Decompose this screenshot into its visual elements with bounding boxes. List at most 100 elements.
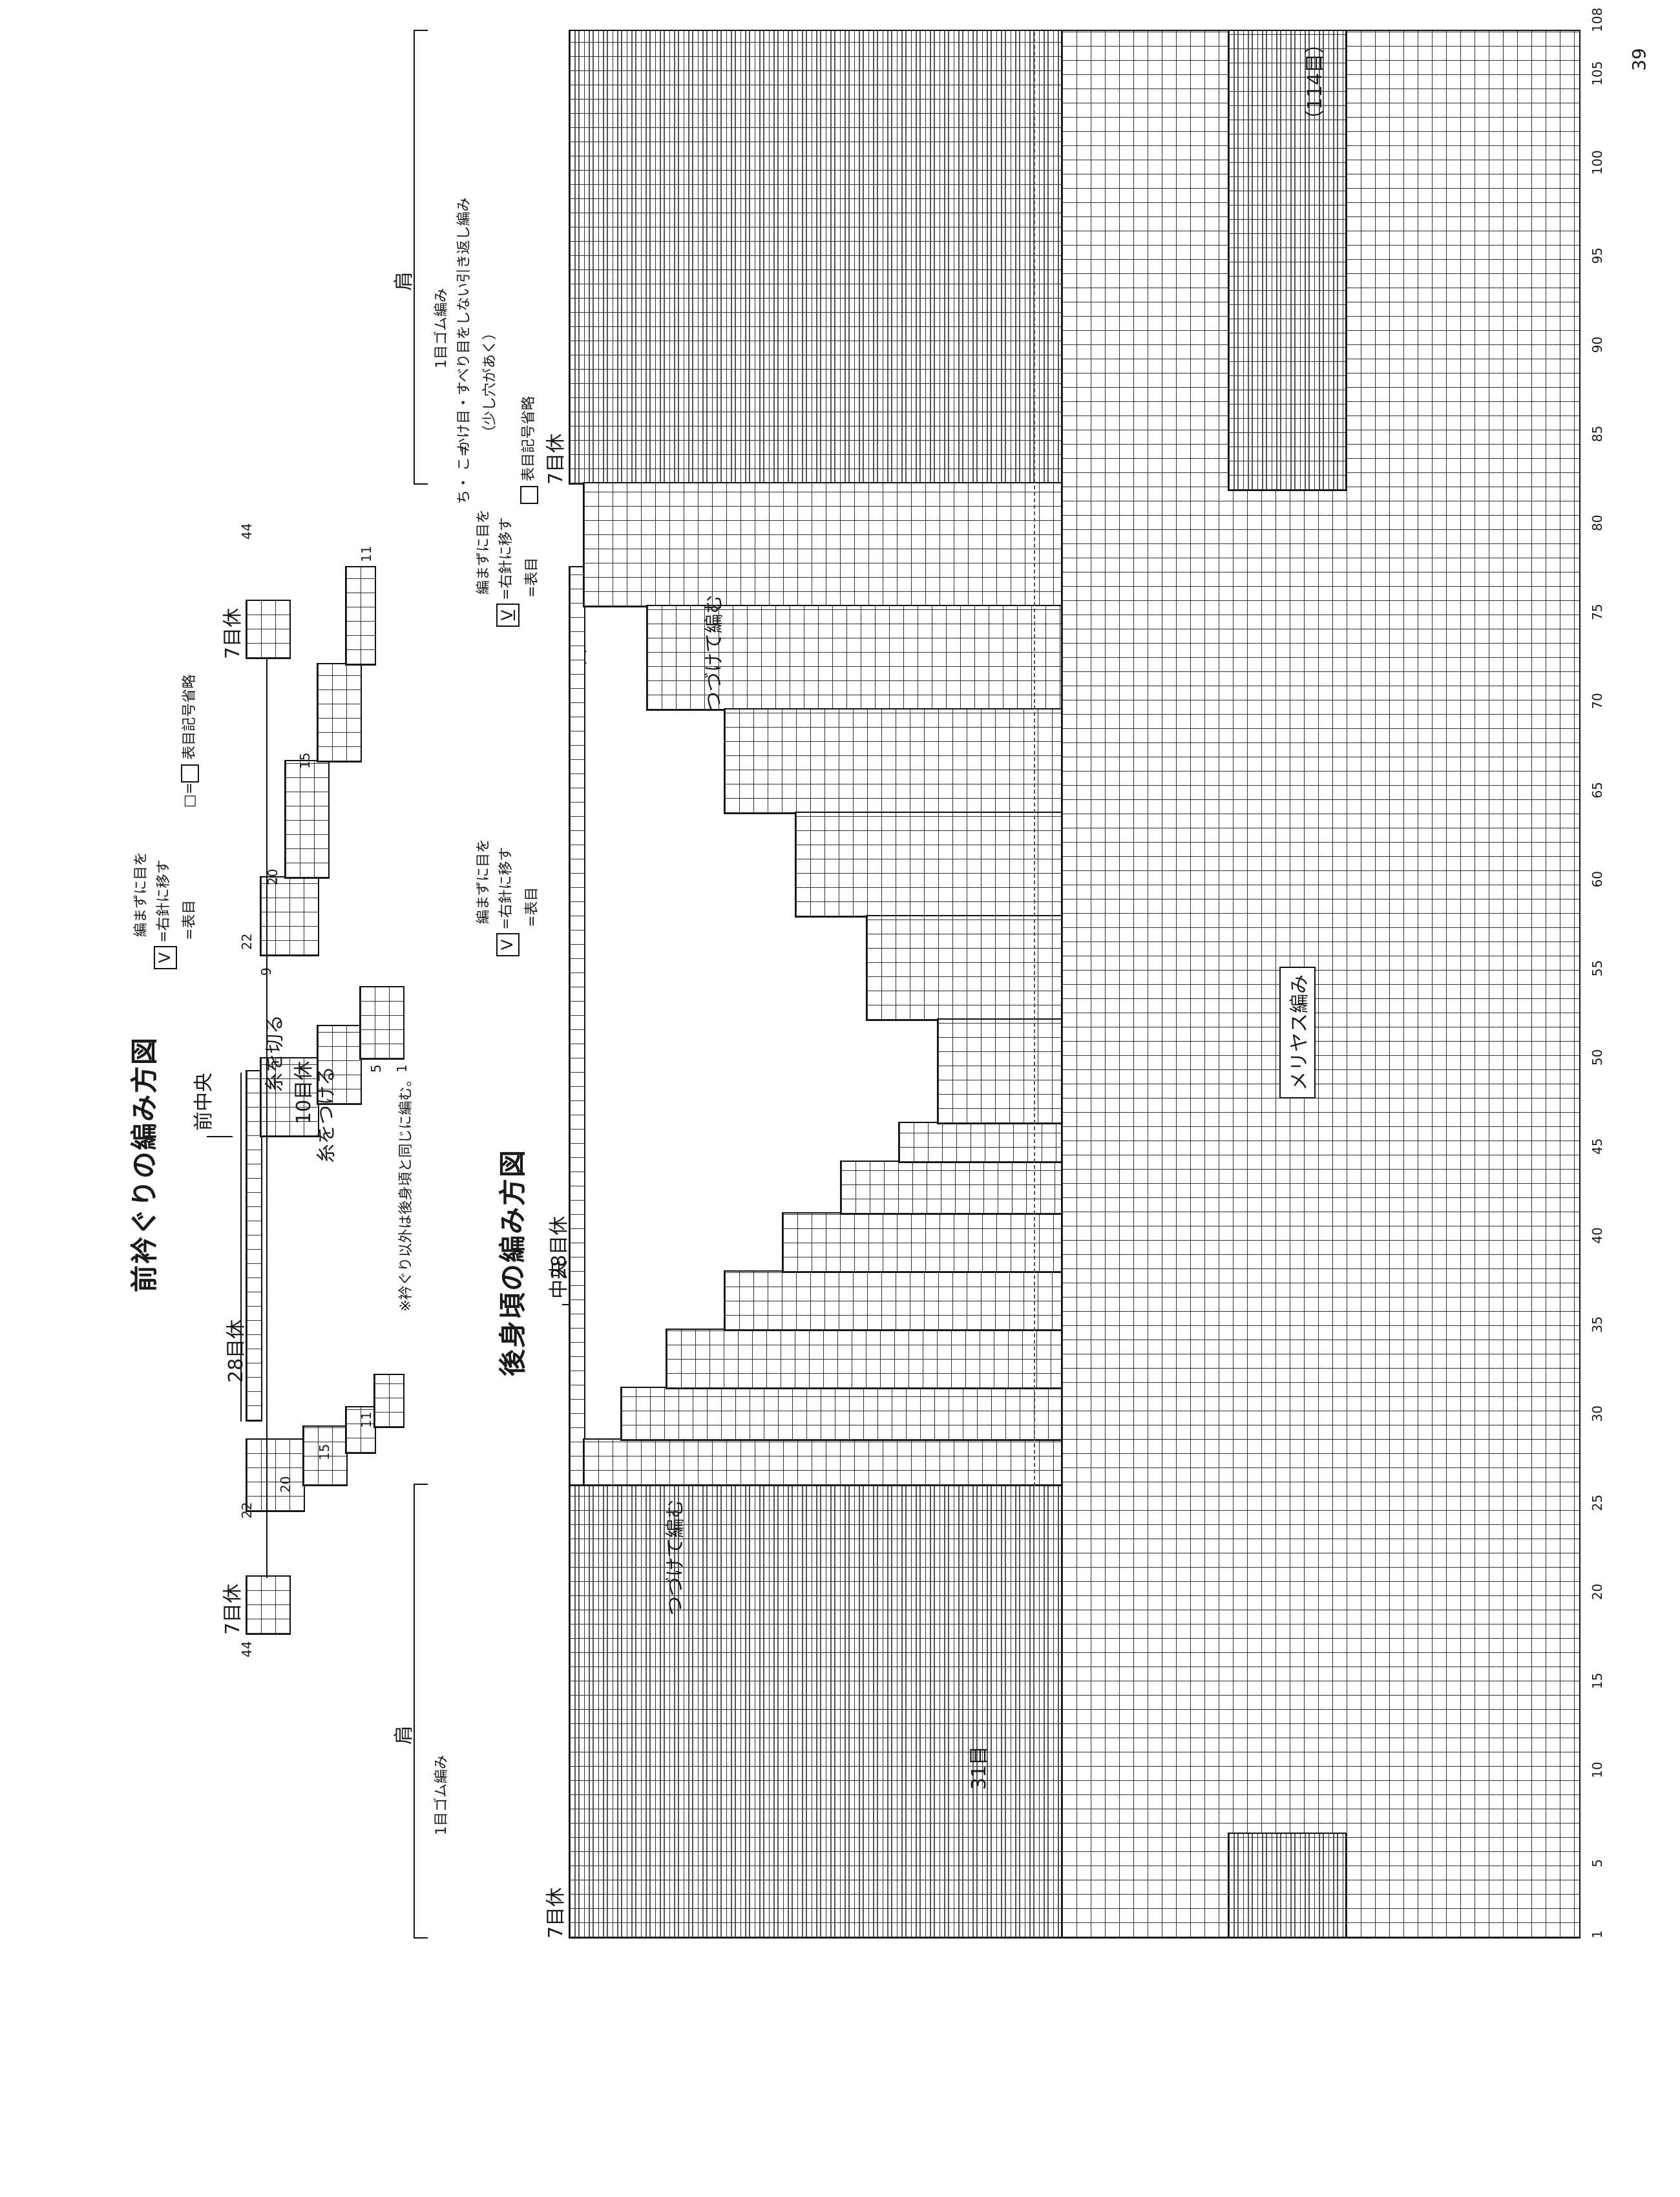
front-label-20-left: 20	[278, 1476, 293, 1493]
front-cut-yarn: 糸を切る	[264, 1014, 286, 1092]
front-left-step-1	[246, 1438, 305, 1512]
slip-stitch-icon: V	[153, 946, 177, 969]
row-number: 25	[1590, 1494, 1605, 1511]
row-number: 60	[1590, 870, 1605, 888]
front-label-11-right: 11	[359, 545, 374, 562]
knit-box-icon	[181, 764, 199, 783]
back-left-diag-5	[782, 1212, 1064, 1273]
back-left-shoulder-rib	[569, 1484, 1062, 1939]
front-connector-line	[266, 659, 268, 1578]
back-rib-left: 1目ゴム編み	[434, 1755, 450, 1835]
front-rest-10: 10目休	[293, 1060, 315, 1124]
back-right-diag-6	[937, 1018, 1064, 1124]
row-number: 65	[1590, 782, 1605, 799]
row-number: 80	[1590, 514, 1605, 531]
back-legend-knit2: =表目	[524, 557, 540, 598]
front-legend-omit: □= 表目記号省略	[181, 674, 199, 808]
front-legend-slip: V =右針に移す	[152, 859, 177, 969]
back-legend-wrap-2: （少し穴があく）	[482, 325, 498, 439]
back-legend-omit: 表目記号省略	[517, 396, 538, 504]
back-rest-right: 7目休	[545, 433, 567, 485]
page-number: 39	[1628, 48, 1650, 71]
front-label-11-left: 11	[359, 1411, 374, 1428]
back-legend-slip-top: 編まずに目を	[476, 838, 492, 924]
front-label-15-left: 15	[317, 1444, 332, 1460]
back-center-rest-grid	[569, 566, 585, 1486]
row-number: 5	[1590, 1859, 1605, 1867]
back-shoulder-bracket-right	[414, 30, 428, 485]
front-right-step-5	[284, 760, 330, 879]
back-left-diag-4	[724, 1270, 1064, 1331]
back-legend-slip2-top: 編まずに目を	[476, 509, 492, 594]
front-right-step-6	[317, 663, 362, 762]
row-number: 15	[1590, 1672, 1605, 1690]
back-left-diag-3	[666, 1329, 1064, 1389]
front-center-bracket	[240, 1073, 242, 1422]
back-left-diag-1	[583, 1438, 1064, 1486]
back-title: 後身頃の編み方図	[497, 1148, 529, 1376]
back-legend-slip: V =右針に移す	[494, 846, 520, 956]
back-rib-right: 1目ゴム編み	[434, 288, 450, 368]
front-note: ※衿ぐり以外は後身頃と同じに編む。	[398, 1072, 414, 1312]
front-label-44-right: 44	[239, 523, 255, 540]
back-total-stitches: （114目）	[1304, 34, 1327, 129]
back-legend-knit: =表目	[524, 887, 540, 927]
row-number: 50	[1590, 1049, 1605, 1066]
front-rest-left: 7目休	[222, 1583, 244, 1635]
back-shoulder-bracket-left	[414, 1484, 428, 1939]
row-number: 1	[1590, 1930, 1605, 1939]
front-label-5: 5	[368, 1064, 384, 1073]
back-right-diag-3	[724, 708, 1064, 814]
row-number: 45	[1590, 1138, 1605, 1155]
row-number: 85	[1590, 425, 1605, 443]
front-title: 前衿ぐりの編み方図	[129, 1036, 160, 1292]
slip-stitch-icon-2: V	[496, 933, 520, 956]
back-join-left: つづけて編む	[664, 1499, 687, 1615]
front-label-22-left: 22	[239, 1502, 255, 1519]
back-rest-left: 7目休	[545, 1887, 567, 1939]
row-number: 40	[1590, 1227, 1605, 1244]
front-right-rest-grid	[246, 600, 291, 659]
back-hem-rib-right	[1228, 30, 1347, 491]
back-stockinette-label: メリヤス編み	[1279, 967, 1316, 1098]
back-right-shoulder-rib	[569, 30, 1062, 485]
back-right-diag-4	[795, 812, 1064, 918]
slip-stitch-underline-icon: V	[496, 604, 520, 627]
row-number: 100	[1590, 150, 1605, 175]
front-label-1: 1	[394, 1064, 410, 1073]
front-legend-slip-top: 編まずに目を	[133, 851, 149, 937]
front-left-step-4	[373, 1374, 404, 1428]
back-legend-wrap-sym: ち・ こ=	[456, 445, 472, 504]
back-guide-dash	[1034, 32, 1035, 1486]
row-number: 90	[1590, 336, 1605, 353]
back-rest-center: 28目休	[548, 1215, 571, 1279]
row-number: 105	[1590, 61, 1605, 86]
front-label-22-right: 22	[239, 933, 255, 950]
row-number: 70	[1590, 693, 1605, 710]
front-center-line	[207, 1136, 233, 1137]
back-shoulder-left: 肩	[393, 1725, 415, 1745]
back-legend-wrap-1: かけ目・すべり目をしない引き返し編み	[456, 197, 472, 452]
row-number: 55	[1590, 960, 1605, 977]
row-number: 95	[1590, 247, 1605, 264]
back-left-diag-6	[840, 1161, 1064, 1215]
back-st31-left: 31目	[968, 1745, 991, 1790]
back-right-diag-1	[583, 482, 1064, 607]
back-legend-slip2: V =右針に移す	[494, 517, 520, 627]
back-hem-rib-left	[1228, 1833, 1347, 1939]
front-label-44-left: 44	[239, 1641, 255, 1657]
knit-box-icon-2	[520, 486, 538, 504]
row-number: 75	[1590, 604, 1605, 620]
back-join-right: つづけて編む	[703, 594, 726, 711]
front-left-rest-grid	[246, 1575, 291, 1635]
front-right-step-7	[345, 566, 376, 666]
row-number: 30	[1590, 1405, 1605, 1422]
front-center-label: 前中央	[193, 1073, 215, 1131]
back-left-diag-7	[898, 1122, 1064, 1163]
row-number: 20	[1590, 1583, 1605, 1601]
front-legend-knit: =表目	[182, 899, 198, 940]
front-rest-center: 28目休	[225, 1319, 247, 1383]
front-right-step-3	[359, 986, 404, 1060]
